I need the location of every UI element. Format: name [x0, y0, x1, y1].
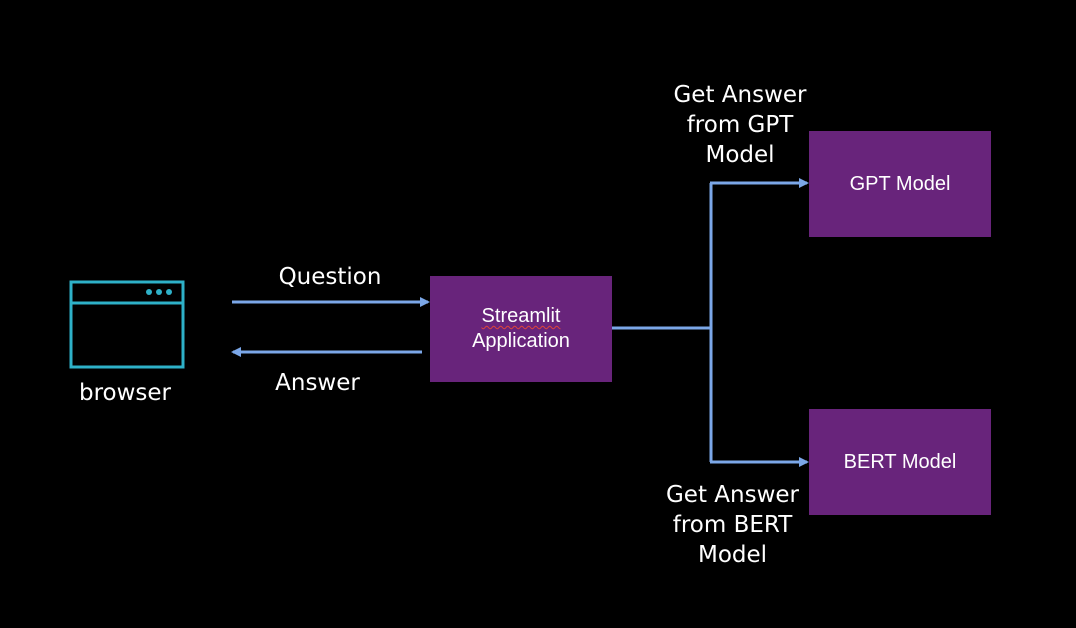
bert-model-node: BERT Model — [809, 409, 991, 515]
bert-edge-caption: Get Answer from BERT Model — [645, 480, 820, 570]
gpt-caption-line: from GPT — [686, 112, 794, 138]
streamlit-application-node: Streamlit Application — [430, 276, 612, 382]
question-label: Question — [278, 264, 382, 290]
streamlit-application-box-shape — [430, 276, 612, 382]
browser-label: browser — [78, 380, 172, 406]
browser-window-icon — [69, 280, 185, 369]
gpt-model-box-shape — [809, 131, 991, 237]
bert-caption-line: Model — [697, 542, 768, 568]
gpt-caption-line: Get Answer — [673, 82, 807, 108]
streamlit-node-title: Streamlit — [481, 305, 561, 327]
model-connector — [612, 183, 713, 462]
bert-node-label: BERT Model — [843, 450, 957, 473]
gpt-edge-caption: Get Answer from GPT Model — [650, 80, 830, 170]
gpt-model-node: GPT Model — [809, 131, 991, 237]
bert-caption-line: from BERT — [672, 512, 793, 538]
answer-label: Answer — [275, 370, 360, 396]
gpt-caption-line: Model — [705, 142, 775, 168]
gpt-node-label: GPT Model — [849, 172, 951, 195]
streamlit-node-subtitle: Application — [472, 330, 570, 352]
bert-model-box-shape — [809, 409, 991, 515]
bert-caption-line: Get Answer — [665, 482, 799, 508]
